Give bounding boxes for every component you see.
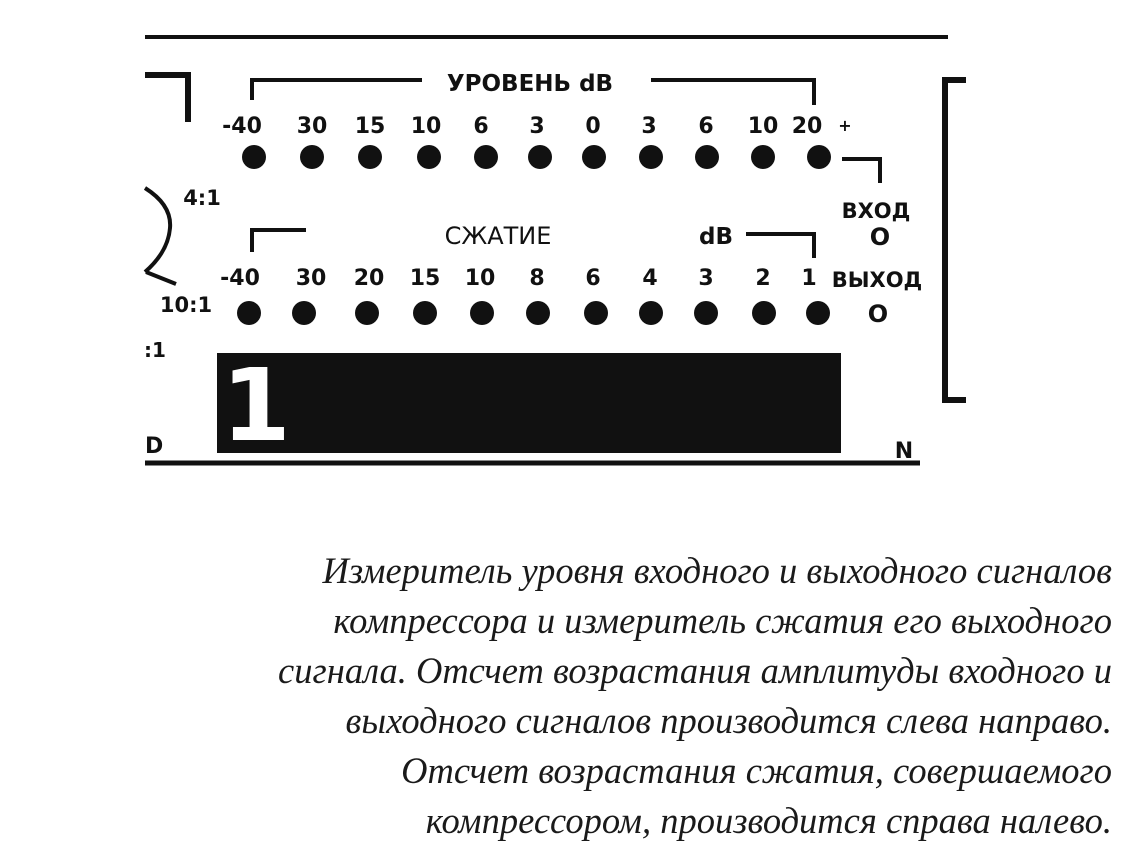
- ratio-label: :1: [144, 338, 166, 362]
- compression-scale-label: 3: [698, 266, 713, 291]
- level-scale-label: 30: [297, 114, 328, 139]
- compression-meter-title: СЖАТИЕ: [445, 222, 552, 250]
- level-meter-title: УРОВЕНЬ dB: [447, 71, 613, 97]
- compression-led: [639, 301, 663, 325]
- compression-scale-label: 10: [465, 266, 496, 291]
- compression-led: [584, 301, 608, 325]
- level-led: [358, 145, 382, 169]
- level-scale-label: 10: [748, 114, 779, 139]
- caption-line: сигнала. Отсчет возрастания амплитуды вх…: [278, 650, 1112, 691]
- compression-led: [694, 301, 718, 325]
- ratio-label: 10:1: [160, 293, 212, 317]
- input-indicator: O: [870, 223, 890, 251]
- level-scale-label: 6: [473, 114, 488, 139]
- right-bracket: [942, 77, 966, 403]
- compression-led: [752, 301, 776, 325]
- level-led: [751, 145, 775, 169]
- level-scale-label: 10: [411, 114, 442, 139]
- caption-line: выходного сигналов производится слева на…: [345, 700, 1112, 741]
- input-connector: [842, 157, 882, 183]
- level-led: [807, 145, 831, 169]
- compression-led: [355, 301, 379, 325]
- level-led: [242, 145, 266, 169]
- compression-unit: dB: [699, 224, 733, 250]
- level-bracket: [250, 78, 816, 105]
- level-led: [474, 145, 498, 169]
- level-led: [695, 145, 719, 169]
- compression-scale-label: 4: [642, 266, 657, 291]
- compression-scale-label: 30: [296, 266, 327, 291]
- compression-scale-label: 8: [529, 266, 544, 291]
- edge-mark-right: N: [895, 439, 913, 464]
- output-label: ВЫХОД: [832, 268, 923, 292]
- figure-caption: Измеритель уровня входного и выходного с…: [40, 546, 1112, 846]
- level-scale-label: 3: [529, 114, 544, 139]
- level-led: [417, 145, 441, 169]
- caption-line: Измеритель уровня входного и выходного с…: [322, 550, 1112, 591]
- output-indicator: O: [868, 300, 888, 328]
- compression-scale-label: -40: [220, 266, 260, 291]
- compression-scale-label: 1: [801, 266, 816, 291]
- compression-bracket: [250, 228, 816, 258]
- compression-scale-label: 2: [755, 266, 770, 291]
- compression-scale-label: 20: [354, 266, 385, 291]
- level-scale-label: 6: [698, 114, 713, 139]
- level-overflow-mark: +: [838, 116, 851, 135]
- level-led: [300, 145, 324, 169]
- input-label: ВХОД: [842, 199, 911, 223]
- caption-line: компрессора и измеритель сжатия его выхо…: [333, 600, 1112, 641]
- ratio-label: 4:1: [183, 186, 221, 210]
- ratio-switch-tick: [145, 270, 177, 286]
- meter-panel: УРОВЕНЬ dB -40 30 15 10 6 3 0 3 6 10 20 …: [143, 35, 966, 466]
- edge-mark-left: D: [145, 434, 163, 459]
- level-led: [639, 145, 663, 169]
- caption-line: компрессором, производится справа налево…: [425, 800, 1112, 841]
- level-scale-label: 20: [792, 114, 823, 139]
- level-led: [528, 145, 552, 169]
- caption-line: Отсчет возрастания сжатия, совершаемого: [401, 750, 1112, 791]
- left-corner-bracket: [145, 72, 191, 122]
- compression-scale-label: 6: [585, 266, 600, 291]
- compression-scale-label: 15: [410, 266, 441, 291]
- level-scale-label: -40: [222, 114, 262, 139]
- compression-led: [413, 301, 437, 325]
- display-digit: 1: [221, 347, 291, 464]
- compression-led: [526, 301, 550, 325]
- level-led-row: [242, 145, 831, 169]
- level-scale-label: 0: [585, 114, 600, 139]
- compression-led-row: [237, 301, 830, 325]
- level-led: [582, 145, 606, 169]
- level-scale-label: 3: [641, 114, 656, 139]
- display-window: [217, 353, 841, 453]
- compression-led: [470, 301, 494, 325]
- compression-led: [806, 301, 830, 325]
- level-scale-label: 15: [355, 114, 386, 139]
- compression-led: [237, 301, 261, 325]
- compression-led: [292, 301, 316, 325]
- ratio-switch-arc: [143, 186, 173, 274]
